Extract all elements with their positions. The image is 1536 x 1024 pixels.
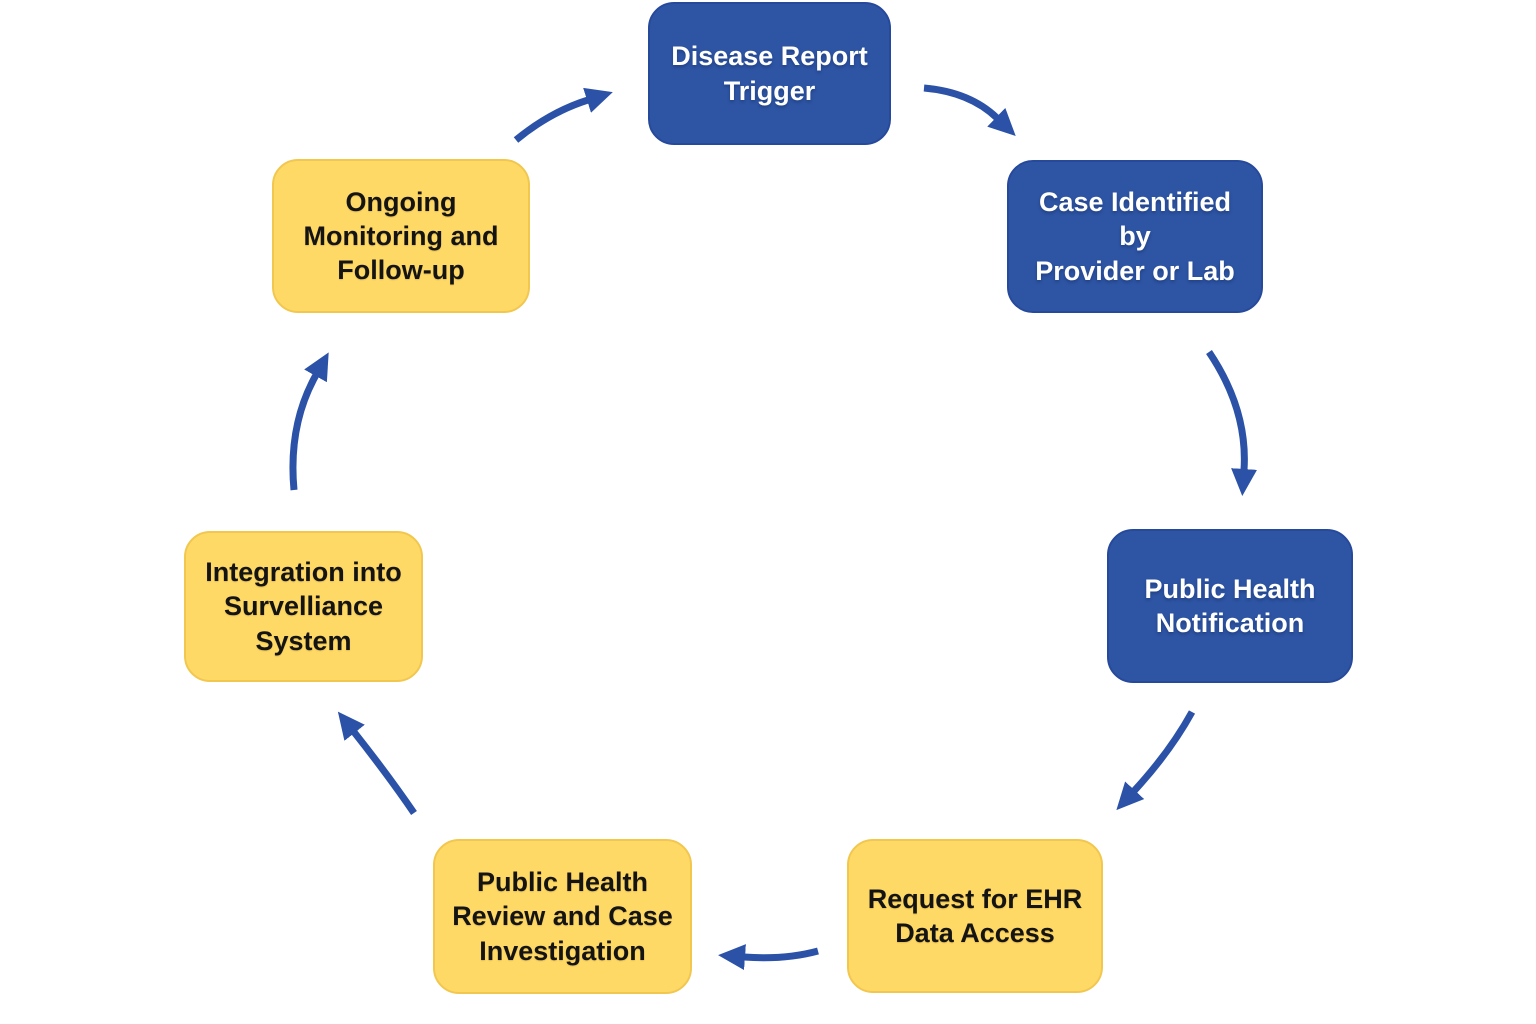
node-label-ongoing-monitoring: Ongoing Monitoring and Follow-up	[303, 186, 499, 285]
arrow-integration-to-monitoring	[289, 352, 329, 491]
node-ongoing-monitoring: Ongoing Monitoring and Follow-up	[272, 159, 530, 313]
arrow-monitoring-to-trigger	[513, 87, 613, 143]
node-disease-report-trigger: Disease Report Trigger	[648, 2, 891, 145]
node-label-public-health-notification: Public Health Notification	[1144, 573, 1316, 638]
node-label-public-health-review: Public Health Review and Case Investigat…	[452, 867, 673, 966]
arrow-case-identified-to-notification	[1206, 350, 1258, 496]
node-public-health-notification: Public Health Notification	[1107, 529, 1353, 683]
arrow-notification-to-ehr-request	[1116, 710, 1196, 811]
node-label-disease-report-trigger: Disease Report Trigger	[671, 41, 868, 106]
arrow-trigger-to-case-identified	[923, 84, 1016, 137]
node-label-request-ehr-data-access: Request for EHR Data Access	[867, 883, 1083, 948]
node-label-integration-surveillance: Integration into Survelliance System	[205, 557, 402, 656]
node-integration-surveillance: Integration into Survelliance System	[184, 531, 423, 682]
arrow-ehr-request-to-review	[718, 944, 819, 971]
node-request-ehr-data-access: Request for EHR Data Access	[847, 839, 1103, 993]
node-case-identified: Case Identified by Provider or Lab	[1007, 160, 1263, 313]
node-label-case-identified: Case Identified by Provider or Lab	[1035, 187, 1235, 286]
arrow-review-to-integration	[337, 711, 417, 815]
node-public-health-review: Public Health Review and Case Investigat…	[433, 839, 692, 994]
